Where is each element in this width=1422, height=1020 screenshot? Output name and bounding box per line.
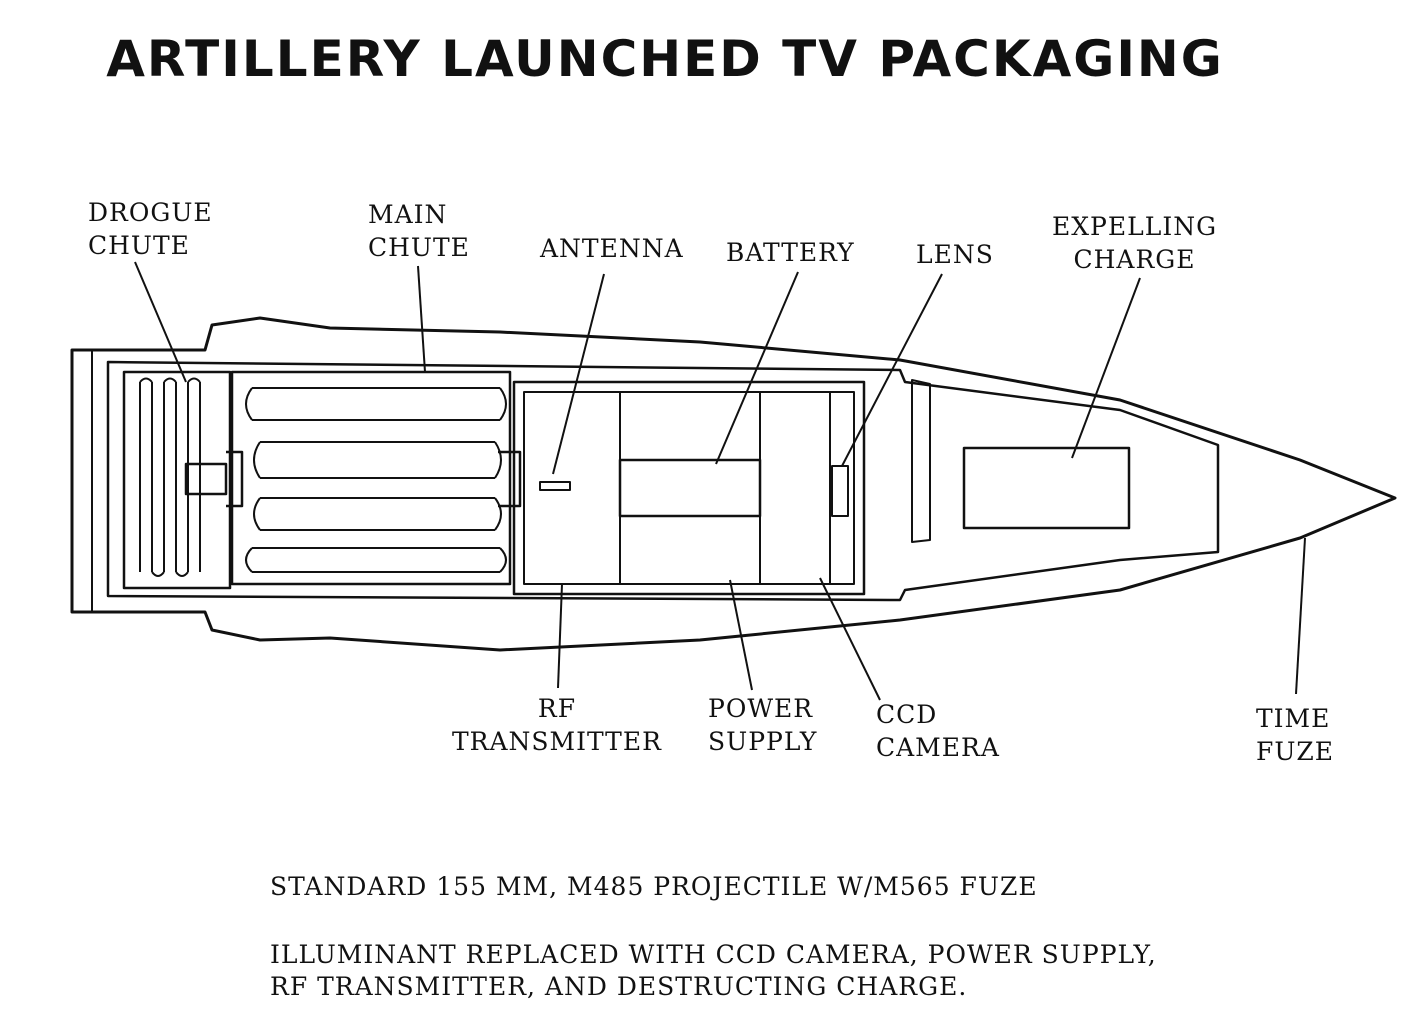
label-expelling-charge: EXPELLING CHARGE <box>1052 212 1218 274</box>
antenna-rod <box>539 481 571 491</box>
leader-antenna <box>552 273 605 475</box>
label-battery: BATTERY <box>726 238 855 267</box>
ccd-lens-block <box>831 465 849 517</box>
main-chute-folds <box>245 387 507 573</box>
main-chute-compartment <box>230 370 512 586</box>
leader-drogue-chute <box>134 261 187 383</box>
projectile-body-outline <box>70 316 1397 652</box>
leader-time-fuze <box>1295 537 1306 695</box>
label-drogue-chute: DROGUE CHUTE <box>88 198 213 260</box>
leader-power-supply <box>729 579 753 691</box>
drogue-chute-folds <box>139 377 201 577</box>
leader-expelling-charge <box>1071 277 1141 459</box>
leader-rf-transmitter <box>557 583 563 689</box>
label-time-fuze: TIME FUZE <box>1256 704 1335 766</box>
leader-battery <box>715 271 799 465</box>
electronics-housing <box>512 380 866 596</box>
leader-ccd-camera <box>819 577 881 701</box>
leader-lens <box>841 273 943 467</box>
battery-block <box>618 458 762 518</box>
diagram-title: ARTILLERY LAUNCHED TV PACKAGING <box>106 30 1224 88</box>
inner-casing <box>106 360 1220 602</box>
label-rf-transmitter: RF TRANSMITTER <box>452 694 662 756</box>
label-lens: LENS <box>916 240 994 269</box>
leader-lines <box>134 261 1306 701</box>
expelling-charge-block <box>962 446 1131 530</box>
leader-main-chute <box>417 265 426 373</box>
label-antenna: ANTENNA <box>540 234 684 263</box>
drogue-chute-compartment <box>122 370 232 590</box>
label-main-chute: MAIN CHUTE <box>368 200 470 262</box>
caption-line-2: ILLUMINANT REPLACED WITH CCD CAMERA, POW… <box>270 940 1157 969</box>
caption-line-1: STANDARD 155 MM, M485 PROJECTILE W/M565 … <box>270 872 1038 901</box>
caption-line-3: RF TRANSMITTER, AND DESTRUCTING CHARGE. <box>270 972 968 1001</box>
label-power-supply: POWER SUPPLY <box>708 694 818 756</box>
label-ccd-camera: CCD CAMERA <box>876 700 1000 762</box>
